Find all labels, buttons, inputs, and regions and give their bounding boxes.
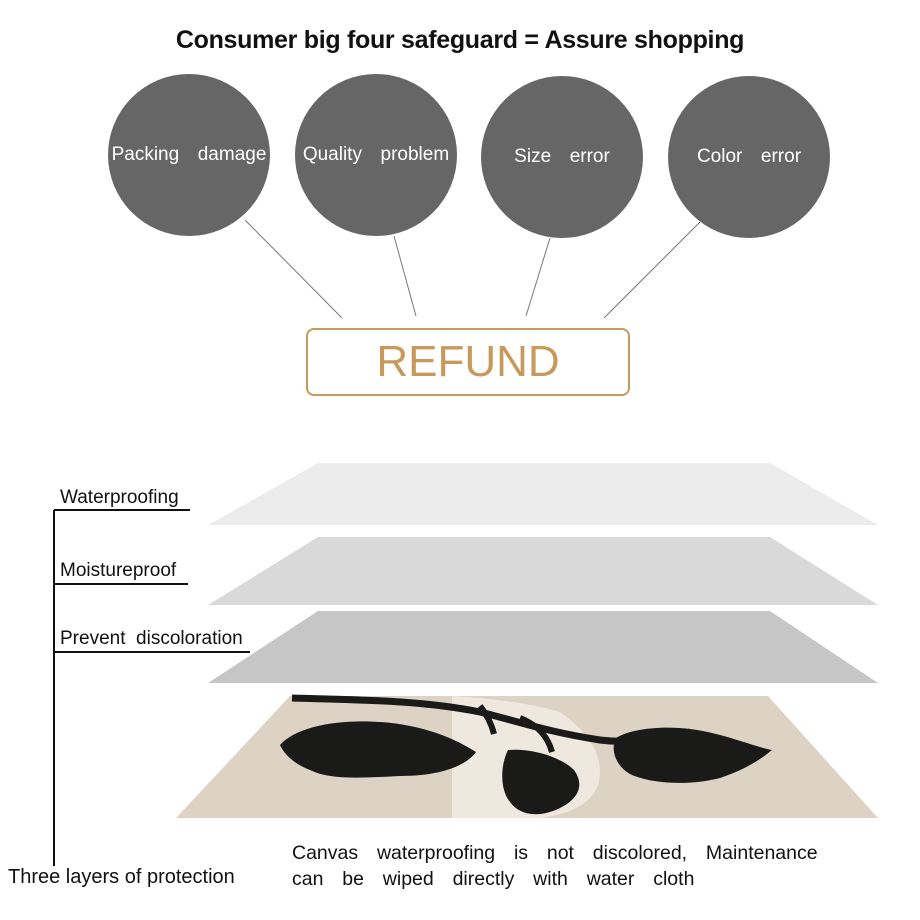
canvas-painting [176, 694, 878, 818]
safeguard-color-error: Color error [668, 76, 830, 238]
layer-moistureproof [208, 537, 878, 605]
layer-label-moistureproof: Moistureproof [60, 560, 177, 581]
safeguard-size-error: Size error [481, 76, 643, 238]
connector-line-2 [393, 235, 417, 317]
caption-line-2: can be wiped directly with water cloth [292, 868, 695, 890]
safeguard-label: Color error [696, 146, 802, 167]
safeguard-quality-problem: Quality problem [295, 74, 457, 236]
refund-label: REFUND [376, 337, 560, 386]
layer-waterproofing [208, 463, 878, 525]
connector-line-1 [244, 219, 343, 319]
safeguard-packing-damage: Packing damage [108, 74, 270, 236]
safeguard-label: Packing damage [111, 144, 267, 165]
protection-label: Three layers of protection [8, 866, 235, 888]
layer-prevent-discoloration [208, 611, 878, 683]
layers-bracket [53, 509, 250, 866]
safeguard-label: Size error [514, 146, 610, 167]
safeguard-label: Quality problem [302, 144, 450, 165]
page-title: Consumer big four safeguard = Assure sho… [175, 26, 745, 54]
refund-box: REFUND [306, 328, 630, 396]
connector-line-4 [603, 221, 701, 319]
layer-label-waterproofing: Waterproofing [60, 487, 179, 508]
layer-label-prevent-discoloration: Prevent discoloration [60, 628, 243, 649]
caption-line-1: Canvas waterproofing is not discolored, … [292, 842, 818, 864]
connector-line-3 [525, 237, 551, 317]
canvas-caption: Canvas waterproofing is not discolored, … [292, 840, 818, 892]
